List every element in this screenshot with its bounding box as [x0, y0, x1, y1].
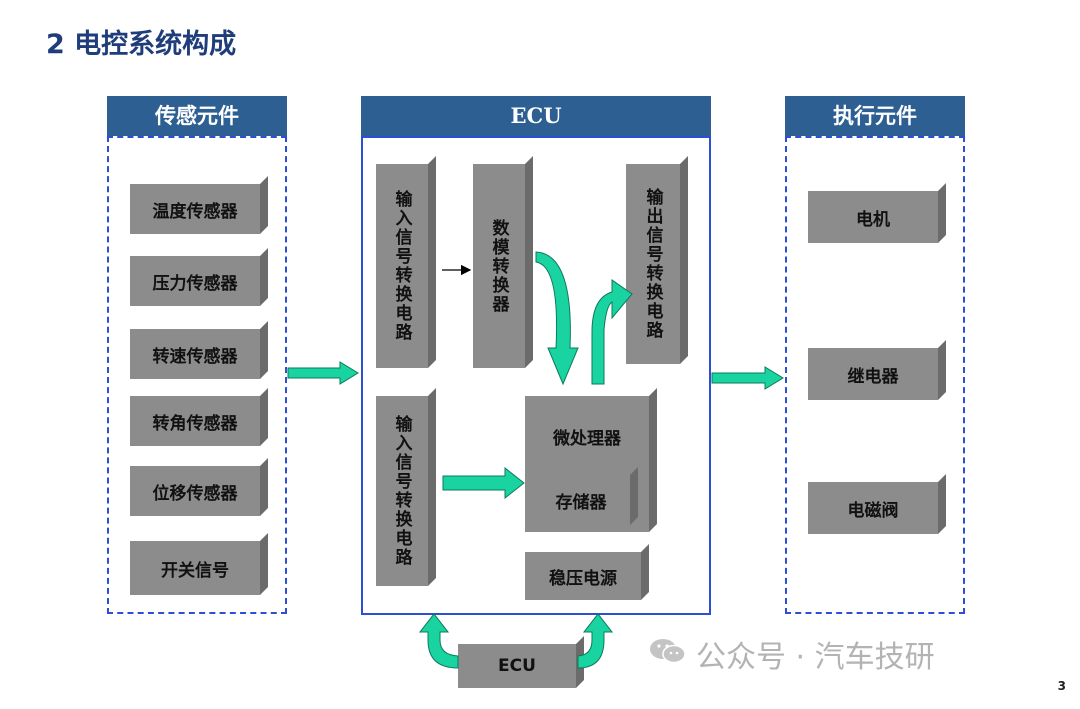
arrow-external-ecu-to-ecu-left — [418, 613, 459, 669]
arrow-external-ecu-to-ecu-right — [577, 613, 614, 669]
page-title: 2 电控系统构成 — [46, 29, 237, 60]
voltage-regulator-block: 稳压电源 — [525, 544, 649, 600]
sensor-pressure: 压力传感器 — [130, 248, 268, 306]
sensor-switch-signal: 开关信号 — [130, 533, 268, 595]
actuators-group — [785, 136, 965, 614]
actuators-header: 执行元件 — [785, 96, 965, 136]
arrow-sensors-to-ecu — [287, 361, 359, 385]
ecu-header: ECU — [361, 96, 711, 136]
input-circuit-upper: 输入信号转换电路 — [376, 156, 436, 368]
watermark-text: 公众号 · 汽车技研 — [696, 640, 935, 675]
actuator-relay: 继电器 — [808, 340, 946, 400]
sensors-group — [107, 136, 287, 614]
arrow-microprocessor-to-output — [591, 279, 633, 385]
ecu-group — [361, 136, 711, 615]
adc-block: 数模转换器 — [473, 156, 533, 368]
output-circuit: 输出信号转换电路 — [626, 156, 688, 364]
sensor-angle: 转角传感器 — [130, 388, 268, 446]
sensors-header: 传感元件 — [107, 96, 287, 136]
memory-block: 存储器 — [532, 467, 638, 525]
arrow-input-to-microprocessor — [442, 466, 525, 500]
sensor-speed: 转速传感器 — [130, 321, 268, 379]
arrow-adc-to-microprocessor — [535, 251, 579, 386]
arrow-ecu-to-actuators — [711, 366, 784, 390]
sensor-temperature: 温度传感器 — [130, 176, 268, 234]
actuator-solenoid-valve: 电磁阀 — [808, 474, 946, 534]
input-circuit-lower: 输入信号转换电路 — [376, 388, 436, 586]
wechat-icon — [650, 639, 686, 664]
sensor-displacement: 位移传感器 — [130, 458, 268, 516]
page-number: 3 — [1057, 679, 1066, 693]
actuator-motor: 电机 — [808, 183, 946, 243]
